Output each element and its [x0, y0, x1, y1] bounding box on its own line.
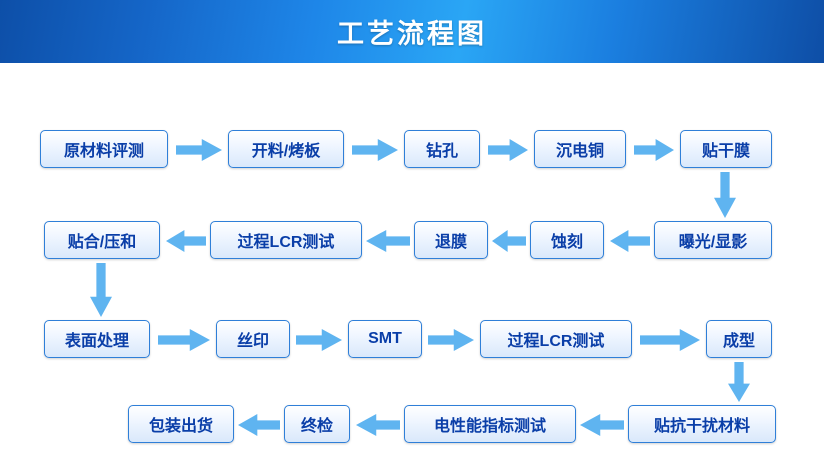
flow-arrow-left-icon	[238, 414, 280, 436]
flow-node-n5[interactable]: 贴干膜	[680, 130, 772, 168]
flow-node-n13[interactable]: SMT	[348, 320, 422, 358]
flow-arrow-down-icon	[90, 263, 112, 317]
flow-node-n15[interactable]: 成型	[706, 320, 772, 358]
flow-arrow-left-icon	[356, 414, 400, 436]
flow-node-n11[interactable]: 表面处理	[44, 320, 150, 358]
flow-node-n7[interactable]: 蚀刻	[530, 221, 604, 259]
flow-arrow-right-icon	[158, 329, 210, 351]
flow-node-n14[interactable]: 过程LCR测试	[480, 320, 632, 358]
flow-arrow-right-icon	[634, 139, 674, 161]
flow-arrow-right-icon	[352, 139, 398, 161]
flow-node-n10[interactable]: 贴合/压和	[44, 221, 160, 259]
flow-node-n2[interactable]: 开料/烤板	[228, 130, 344, 168]
flow-arrow-right-icon	[640, 329, 700, 351]
flow-node-n9[interactable]: 过程LCR测试	[210, 221, 362, 259]
flow-node-n8[interactable]: 退膜	[414, 221, 488, 259]
flow-arrow-left-icon	[610, 230, 650, 252]
flow-node-n1[interactable]: 原材料评测	[40, 130, 168, 168]
flow-node-n19[interactable]: 包装出货	[128, 405, 234, 443]
flow-node-n17[interactable]: 电性能指标测试	[404, 405, 576, 443]
flow-arrow-right-icon	[488, 139, 528, 161]
flow-node-n6[interactable]: 曝光/显影	[654, 221, 772, 259]
flow-arrow-left-icon	[166, 230, 206, 252]
flow-node-n12[interactable]: 丝印	[216, 320, 290, 358]
flow-arrow-left-icon	[492, 230, 526, 252]
flow-node-n16[interactable]: 贴抗干扰材料	[628, 405, 776, 443]
flow-arrow-left-icon	[366, 230, 410, 252]
flow-arrow-right-icon	[296, 329, 342, 351]
page-title: 工艺流程图	[337, 19, 487, 49]
flow-arrow-right-icon	[176, 139, 222, 161]
flow-arrow-down-icon	[714, 172, 736, 218]
flow-node-n3[interactable]: 钻孔	[404, 130, 480, 168]
flow-node-n18[interactable]: 终检	[284, 405, 350, 443]
flow-arrow-down-icon	[728, 362, 750, 402]
flow-arrow-right-icon	[428, 329, 474, 351]
flow-arrow-left-icon	[580, 414, 624, 436]
page-header: 工艺流程图	[0, 0, 824, 63]
flow-node-n4[interactable]: 沉电铜	[534, 130, 626, 168]
